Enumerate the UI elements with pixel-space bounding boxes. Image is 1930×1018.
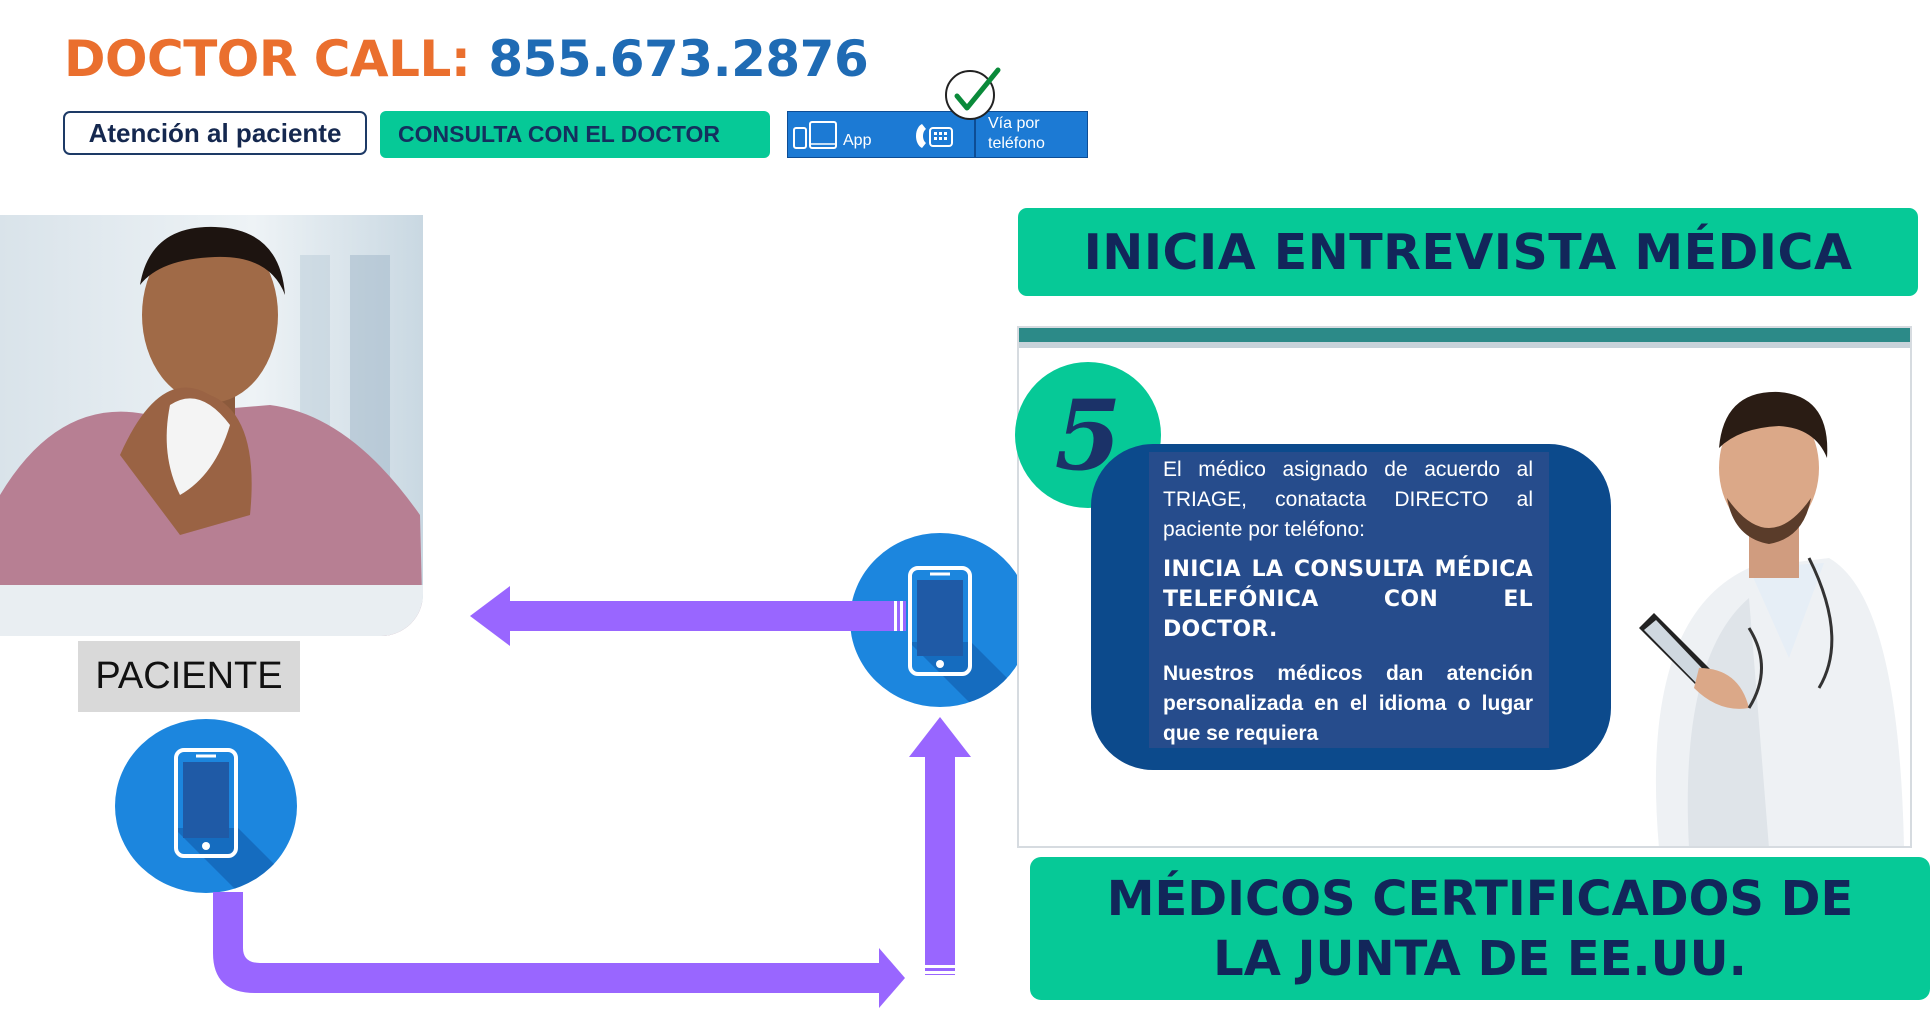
doctor-photo xyxy=(1639,391,1904,846)
start-interview-banner: INICIA ENTREVISTA MÉDICA xyxy=(1018,208,1918,296)
certified-doctors-line1: MÉDICOS CERTIFICADOS DE xyxy=(1106,870,1854,927)
contact-channels-bar: App Vía por teléfono xyxy=(787,111,1088,158)
patient-photo xyxy=(0,215,423,636)
doctor-call-title: DOCTOR CALL:855.673.2876 xyxy=(64,30,869,88)
arrow-up-to-doctor xyxy=(909,717,971,975)
app-channel-label: App xyxy=(843,132,872,149)
info-paragraph-personalized: Nuestros médicos dan atención personaliz… xyxy=(1163,662,1533,745)
info-card-inner xyxy=(1149,452,1549,748)
info-text: El médico asignado de acuerdo al TRIAGE,… xyxy=(1163,455,1533,759)
arrow-left-to-patient xyxy=(470,586,906,646)
check-circle-icon xyxy=(945,67,1001,120)
doctor-consult-badge[interactable]: CONSULTA CON EL DOCTOR xyxy=(380,111,770,158)
doctor-phone-icon[interactable] xyxy=(849,532,1031,708)
phone-channel-label: Vía por teléfono xyxy=(988,115,1045,152)
certified-doctors-line2: LA JUNTA DE EE.UU. xyxy=(1213,930,1747,987)
certified-doctors-banner: MÉDICOS CERTIFICADOS DE LA JUNTA DE EE.U… xyxy=(1030,857,1930,1000)
patient-phone-icon[interactable] xyxy=(114,718,298,894)
panel-sub-bar xyxy=(1019,342,1910,348)
devices-icon xyxy=(793,121,837,149)
patient-label: PACIENTE xyxy=(78,641,300,712)
arrow-right-bottom xyxy=(213,892,905,1008)
doctor-call-phone[interactable]: 855.673.2876 xyxy=(488,30,869,88)
panel-top-bar xyxy=(1019,328,1910,342)
channel-divider xyxy=(974,112,976,157)
patient-care-badge[interactable]: Atención al paciente xyxy=(63,111,367,155)
doctor-call-label: DOCTOR CALL xyxy=(64,30,451,88)
telephone-icon xyxy=(916,124,953,148)
info-paragraph-triage: El médico asignado de acuerdo al TRIAGE,… xyxy=(1163,458,1533,541)
info-paragraph-consult: INICIA LA CONSULTA MÉDICA TELEFÓNICA CON… xyxy=(1163,557,1533,642)
